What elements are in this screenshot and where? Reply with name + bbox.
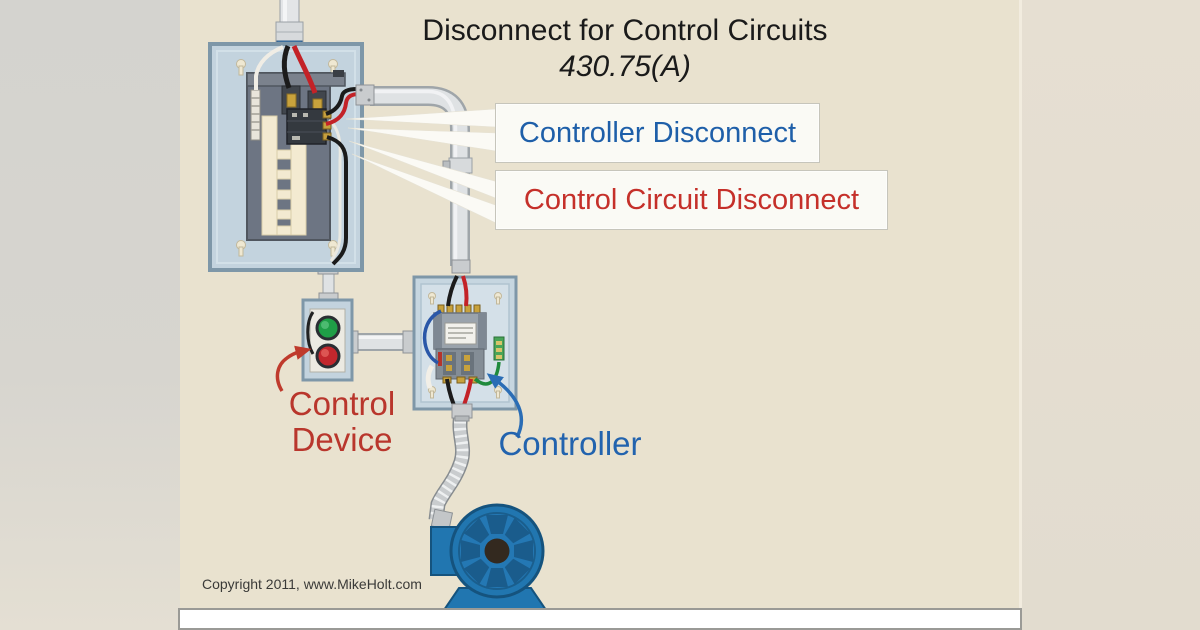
callout-control-circuit-disconnect: Control Circuit Disconnect [495, 170, 888, 230]
start-button [315, 315, 341, 341]
control-circuit-disconnect-label: Control Circuit Disconnect [523, 183, 860, 216]
stop-button [315, 343, 341, 369]
controller-disconnect-label: Controller Disconnect [518, 116, 797, 149]
page-title: Disconnect for Control Circuits [422, 14, 828, 47]
service-conduit [279, 0, 300, 26]
copyright-notice: Copyright 2011, www.MikeHolt.com [202, 576, 422, 592]
controller-label: Controller [498, 425, 642, 462]
motor [430, 503, 548, 611]
callout-beams [345, 108, 499, 225]
panel-side-fitting [355, 84, 375, 106]
mounting-keyholes [236, 59, 338, 257]
code-reference: 430.75(A) [559, 50, 691, 83]
callout-controller-disconnect: Controller Disconnect [495, 103, 820, 163]
controller-arrow [486, 373, 523, 438]
fan-blades [461, 515, 533, 587]
right-margin [1022, 0, 1200, 630]
control-device-station [301, 298, 354, 382]
contactor [433, 304, 487, 384]
black-wire [281, 45, 292, 89]
conduit-runs [275, 0, 473, 531]
neutral-bar [250, 89, 261, 141]
mounting-keyholes [428, 292, 502, 399]
left-margin [0, 0, 180, 630]
red-wire [291, 44, 318, 94]
control-device-arrow [275, 345, 312, 392]
disconnect-breaker [286, 108, 332, 145]
ground-terminal [493, 336, 505, 361]
controller-top-fitting [451, 259, 471, 274]
control-device-label: Control Device [288, 385, 396, 458]
margin-seam-line [1019, 0, 1022, 630]
panelboard [208, 42, 375, 272]
panel-wiring [254, 44, 374, 266]
bus-bars [261, 115, 307, 236]
blue-wire [422, 309, 442, 365]
annotation-arrows [275, 345, 523, 438]
motor-hub [484, 538, 510, 564]
controller-enclosure [412, 275, 518, 422]
bottom-white-bar [178, 608, 1022, 630]
controller-wiring [422, 275, 501, 414]
white-wire [254, 45, 284, 90]
